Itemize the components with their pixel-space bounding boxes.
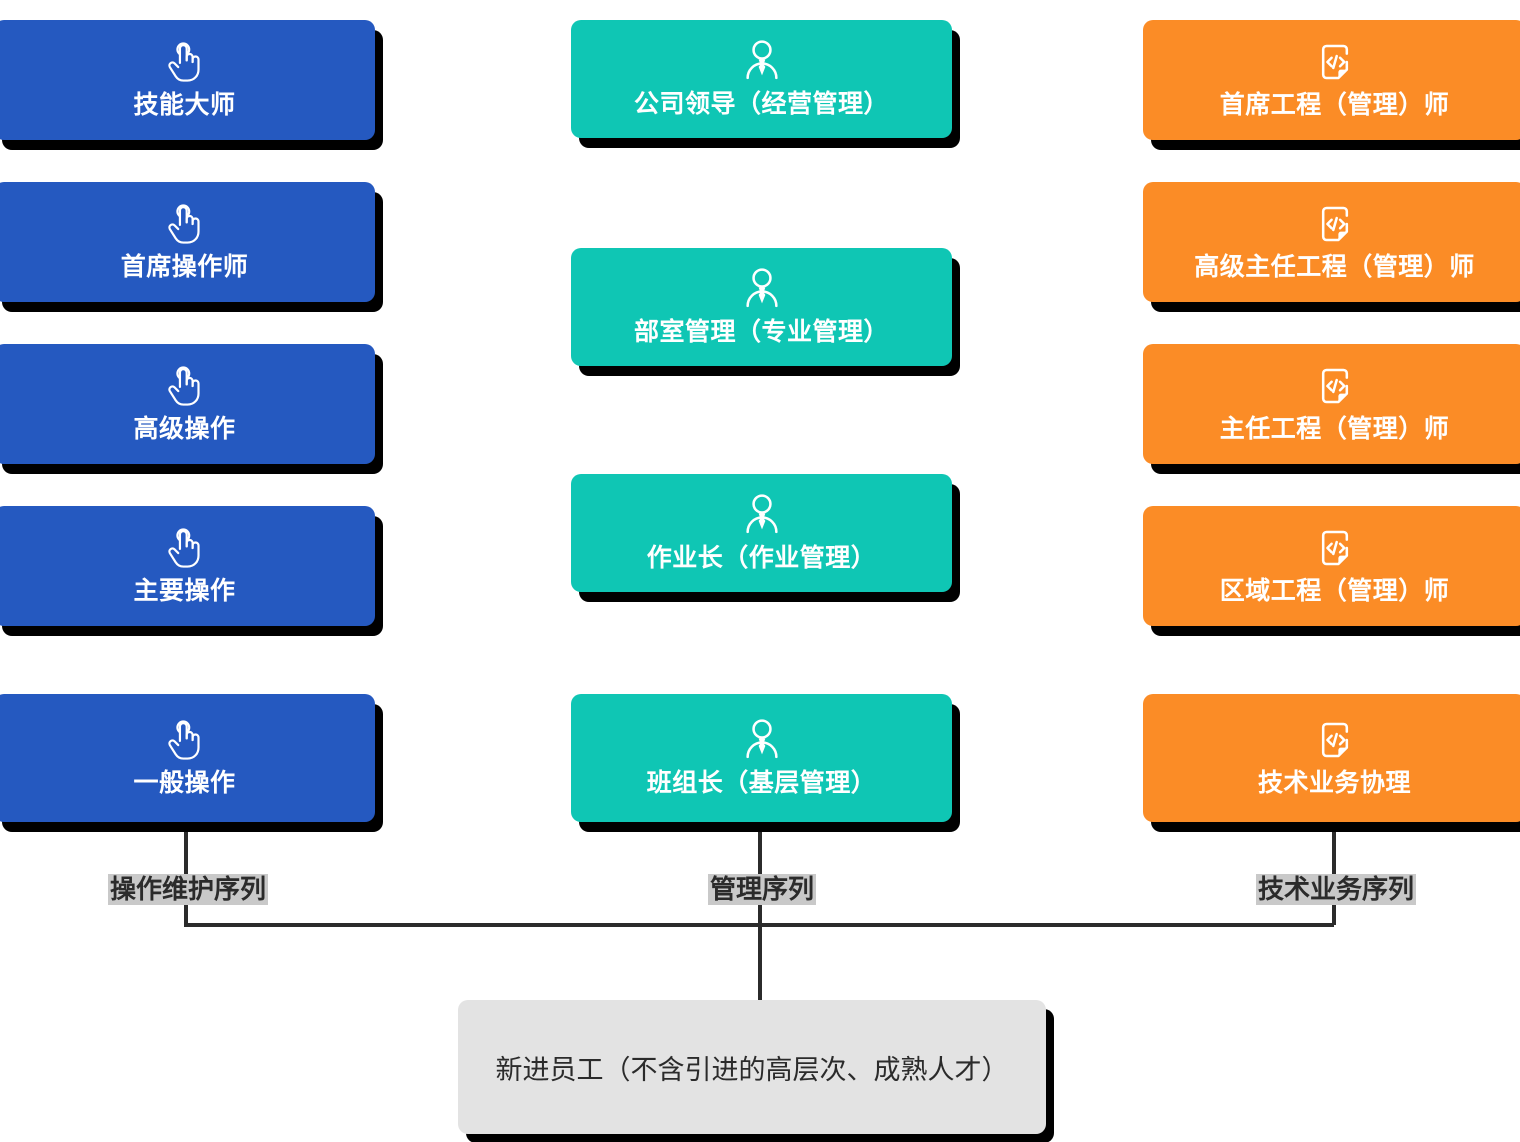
person-necktie-icon [735, 488, 789, 542]
code-document-icon [1308, 713, 1362, 767]
sequence-label-management: 管理序列 [708, 874, 817, 906]
card-management-level-1[interactable]: 公司领导（经营管理） [571, 20, 952, 138]
card-label: 部室管理（专业管理） [633, 317, 889, 346]
ladder-rail-stub [174, 636, 177, 668]
card-technical-level-4[interactable]: 区域工程（管理）师 [1143, 506, 1520, 626]
hand-pointer-icon [158, 197, 212, 251]
ladder-rail-stub [174, 312, 177, 344]
card-operation-level-4[interactable]: 主要操作 [0, 506, 375, 626]
card-technical-level-1[interactable]: 首席工程（管理）师 [1143, 20, 1520, 140]
sequence-label-operation: 操作维护序列 [108, 874, 269, 906]
card-label: 主要操作 [133, 576, 236, 605]
sequence-label-technical: 技术业务序列 [1256, 874, 1417, 906]
card-label: 一般操作 [133, 768, 236, 797]
card-technical-level-5[interactable]: 技术业务协理 [1143, 694, 1520, 822]
card-label: 高级主任工程（管理）师 [1194, 252, 1475, 281]
card-label: 作业长（作业管理） [646, 543, 877, 572]
card-label: 技术业务协理 [1257, 768, 1411, 797]
person-necktie-icon [735, 713, 789, 767]
card-operation-level-3[interactable]: 高级操作 [0, 344, 375, 464]
card-label: 公司领导（经营管理） [633, 89, 889, 118]
code-document-icon [1308, 521, 1362, 575]
card-label: 首席工程（管理）师 [1219, 90, 1450, 119]
card-label: 技能大师 [133, 90, 236, 119]
person-necktie-icon [735, 34, 789, 88]
code-document-icon [1308, 359, 1362, 413]
entry-level-box[interactable]: 新进员工（不含引进的高层次、成熟人才） [458, 1000, 1046, 1134]
person-necktie-icon [735, 262, 789, 316]
card-management-level-3[interactable]: 作业长（作业管理） [571, 474, 952, 592]
ladder-rail-stub [174, 150, 177, 182]
hand-pointer-icon [158, 35, 212, 89]
card-technical-level-2[interactable]: 高级主任工程（管理）师 [1143, 182, 1520, 302]
card-operation-level-2[interactable]: 首席操作师 [0, 182, 375, 302]
card-management-level-2[interactable]: 部室管理（专业管理） [571, 248, 952, 366]
hand-pointer-icon [158, 713, 212, 767]
card-technical-level-3[interactable]: 主任工程（管理）师 [1143, 344, 1520, 464]
ladder-rail-stub [174, 474, 177, 506]
entry-level-label: 新进员工（不含引进的高层次、成熟人才） [495, 1054, 1009, 1085]
card-label: 主任工程（管理）师 [1219, 414, 1450, 443]
card-label: 首席操作师 [120, 252, 249, 281]
code-document-icon [1308, 35, 1362, 89]
code-document-icon [1308, 197, 1362, 251]
card-label: 高级操作 [133, 414, 236, 443]
card-operation-level-1[interactable]: 技能大师 [0, 20, 375, 140]
card-management-level-4[interactable]: 班组长（基层管理） [571, 694, 952, 822]
hand-pointer-icon [158, 521, 212, 575]
hand-pointer-icon [158, 359, 212, 413]
card-label: 区域工程（管理）师 [1219, 576, 1450, 605]
card-operation-level-5[interactable]: 一般操作 [0, 694, 375, 822]
card-label: 班组长（基层管理） [646, 768, 877, 797]
